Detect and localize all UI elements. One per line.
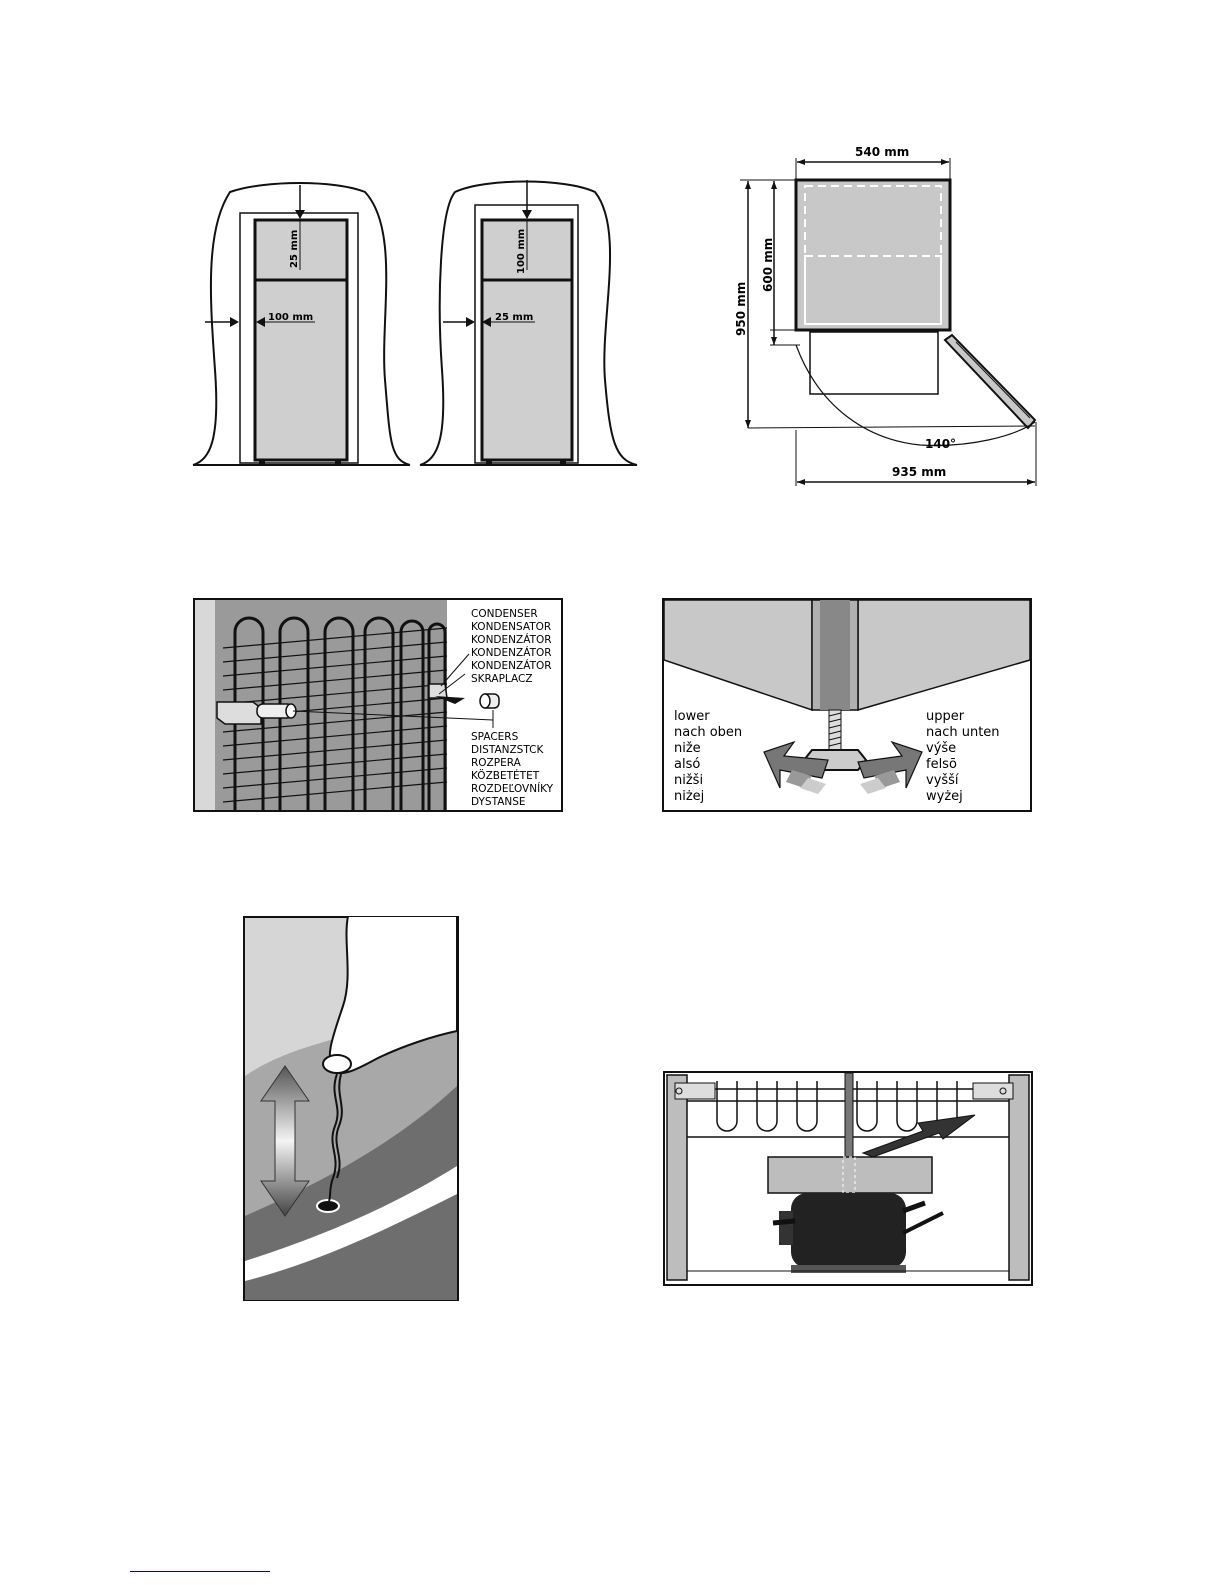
condenser-label: CONDENSER: [471, 608, 538, 620]
angle-label: 140°: [925, 437, 956, 451]
condenser-label: KONDENZÁTOR: [471, 646, 552, 659]
spacers-label: SPACERS: [471, 731, 519, 743]
foot-upper-label: wyżej: [926, 789, 963, 804]
spacer-part: [480, 694, 499, 708]
fridge-left: [255, 220, 347, 466]
condenser-label: KONDENZÁTOR: [471, 633, 552, 646]
clearance-left-top-label: 25 mm: [289, 230, 300, 268]
foot-lower-label: nižši: [674, 773, 703, 788]
clearance-right-top-label: 100 mm: [516, 229, 527, 274]
foot-upper-label: vyšší: [926, 773, 959, 788]
depth-open-label: 935 mm: [892, 465, 946, 479]
foot-lower-label: niže: [674, 741, 701, 756]
condenser-label: KONDENZÁTOR: [471, 659, 552, 672]
dimensions-diagram: 540 mm 140° 600 mm 950 mm 935 mm: [730, 140, 1050, 495]
spacers-label: ROZPERA: [471, 757, 522, 769]
adjustable-feet-illustration: lower nach oben niže alsó nižši niżej up…: [662, 598, 1032, 812]
spacers-label: ROZDEĽOVNÍKY: [471, 782, 554, 795]
spacers-label: KÖZBETÉTET: [471, 769, 540, 782]
foot-upper-label: upper: [926, 709, 965, 724]
clearance-left-side-label: 100 mm: [268, 312, 313, 323]
foot-lower-label: nach oben: [674, 725, 742, 740]
compressor-tray-illustration: [663, 1071, 1033, 1286]
width-label: 540 mm: [855, 145, 909, 159]
foot-lower-label: alsó: [674, 757, 700, 772]
foot-lower-label: lower: [674, 709, 710, 724]
foot-upper-label: felsō: [926, 757, 957, 772]
condenser-spacers-illustration: CONDENSER KONDENSATOR KONDENZÁTOR KONDEN…: [193, 598, 563, 812]
footer-rule: [130, 1571, 270, 1572]
drain-hole: [317, 1200, 339, 1212]
spacer-bracket-right: [429, 684, 447, 698]
clearance-diagram: 25 mm 100 mm 100 mm 25 mm: [185, 170, 645, 480]
depth-body-label: 600 mm: [761, 238, 775, 292]
clearance-right-side-label: 25 mm: [495, 312, 533, 323]
foot-lower-label: niżej: [674, 789, 704, 804]
spacers-label: DISTANZSTCK: [471, 744, 544, 756]
condenser-label: SKRAPLACZ: [471, 673, 533, 685]
evaporation-tray: [768, 1157, 932, 1193]
foot-upper-label: nach unten: [926, 725, 1000, 740]
open-door: [945, 335, 1035, 428]
condenser-label: KONDENSATOR: [471, 621, 551, 633]
foot-upper-label: výše: [926, 741, 956, 756]
height-label: 950 mm: [734, 282, 748, 336]
spacers-label: DYSTANSE: [471, 796, 526, 808]
drain-hole-cleaning-illustration: [243, 916, 459, 1301]
